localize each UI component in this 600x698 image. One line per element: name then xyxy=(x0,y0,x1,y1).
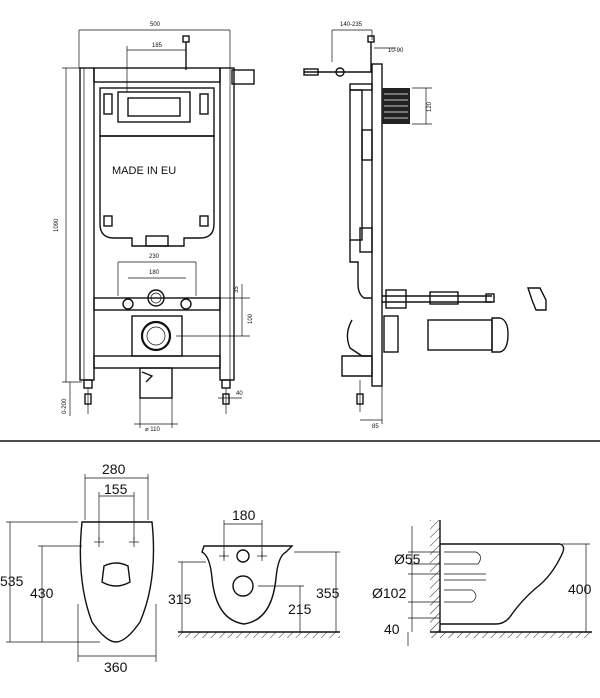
dim-flush-plate: 185 xyxy=(152,43,163,49)
mount-hole-right-icon xyxy=(257,551,267,561)
dim-155: 155 xyxy=(104,481,128,497)
dim-55: Ø55 xyxy=(394,551,421,567)
dim-355: 355 xyxy=(316,585,340,601)
dim-535: 535 xyxy=(0,573,24,589)
dim-0-200: 0-200 xyxy=(62,398,68,414)
bowl-rear-view: 180 315 215 355 xyxy=(168,507,340,638)
mount-hole-left-icon xyxy=(94,537,104,547)
bowl-top-view: 280 155 535 430 360 xyxy=(0,461,157,675)
dim-215: 215 xyxy=(288,601,312,617)
dim-35: 35 xyxy=(234,286,240,293)
dim-frame-height: 1090 xyxy=(54,218,60,232)
dim-110: ⌀ 110 xyxy=(145,427,161,433)
dim-bolt-inner: 180 xyxy=(149,270,160,276)
dim-40: 40 xyxy=(236,391,243,397)
dim-10-90: 10-90 xyxy=(388,48,404,54)
mount-hole-left-icon xyxy=(219,551,229,561)
dim-side-40: 40 xyxy=(384,621,400,637)
frame-side-view: 140-235 10-90 120 xyxy=(303,22,547,430)
dim-180: 180 xyxy=(232,507,256,523)
dim-102: Ø102 xyxy=(372,585,406,601)
frame-front-view: 500 185 1090 MADE IN EU xyxy=(54,22,255,433)
dim-frame-width: 500 xyxy=(150,22,161,28)
made-in-label: MADE IN EU xyxy=(112,165,176,177)
dim-430: 430 xyxy=(30,585,54,601)
dim-120: 120 xyxy=(427,101,433,112)
dim-side-depth: 140-235 xyxy=(340,22,363,28)
dim-bolt-outer: 230 xyxy=(149,254,160,260)
dim-280: 280 xyxy=(102,461,126,477)
dim-360: 360 xyxy=(104,659,128,675)
mount-hole-right-icon xyxy=(129,537,139,547)
dim-100: 100 xyxy=(248,313,254,324)
dim-side-85: 85 xyxy=(372,424,379,430)
bowl-side-view: Ø55 Ø102 40 400 xyxy=(372,520,592,646)
dim-400: 400 xyxy=(568,581,592,597)
dim-315: 315 xyxy=(168,591,192,607)
